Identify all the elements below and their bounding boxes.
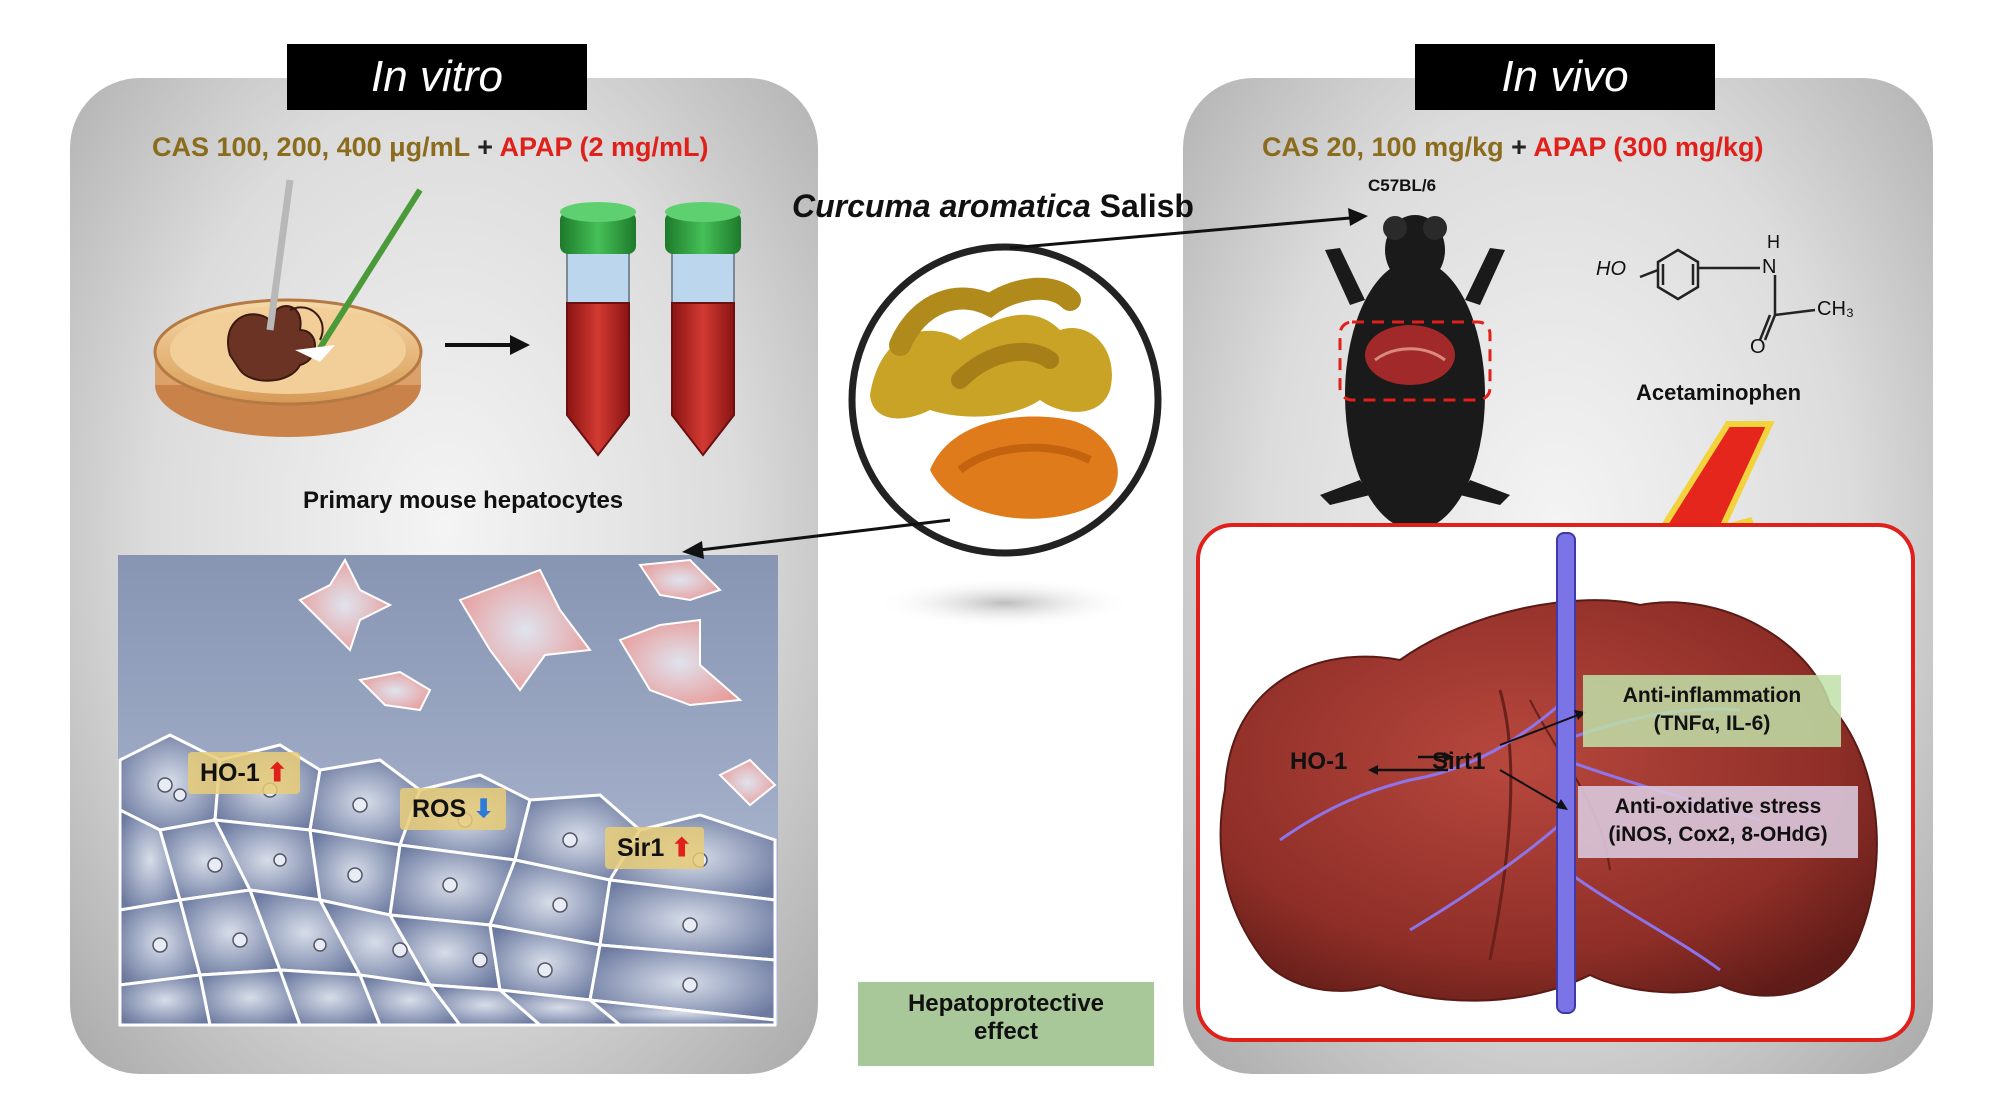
up-arrow-icon: ⬆ <box>671 834 693 862</box>
in-vivo-cas-dose: CAS 20, 100 mg/kg <box>1262 132 1504 162</box>
in-vivo-apap-dose: APAP (300 mg/kg) <box>1533 132 1764 162</box>
petri-dish <box>153 179 423 437</box>
anti-inflammation-box <box>1583 675 1841 747</box>
marker-ros-label: ROS <box>412 795 467 823</box>
mouse-strain-label: C57BL/6 <box>1368 176 1437 195</box>
plant-name-italic: Curcuma aromatica <box>792 188 1091 224</box>
formula-n: N <box>1762 256 1777 278</box>
anti-oxidative-title: Anti-oxidative stress <box>1614 795 1822 818</box>
in-vivo-banner: In vivo <box>1415 44 1715 110</box>
anti-inflammation-detail: (TNFα, IL-6) <box>1653 712 1771 735</box>
formula-ho: HO <box>1596 258 1626 280</box>
marker-sir1: Sir1 ⬆ <box>605 827 705 869</box>
acetaminophen-label: Acetaminophen <box>1636 380 1802 405</box>
plant-name: Curcuma aromatica Salisb <box>792 188 1194 225</box>
marker-ros: ROS ⬇ <box>400 788 507 830</box>
plant-name-rest: Salisb <box>1090 188 1194 224</box>
in-vitro-dose-line: CAS 100, 200, 400 μg/mL + APAP (2 mg/mL) <box>152 132 709 163</box>
marker-ho1: HO-1 ⬆ <box>188 752 300 794</box>
anti-oxidative-box <box>1578 786 1858 858</box>
effect-line-2: effect <box>973 1018 1039 1045</box>
anti-inflammation-title: Anti-inflammation <box>1622 684 1802 707</box>
pathway-ho1: HO-1 <box>1290 748 1348 775</box>
in-vitro-plus: + <box>477 132 493 162</box>
mouse-image <box>1320 215 1510 560</box>
pathway-sirt1: Sirt1 <box>1432 748 1486 775</box>
in-vitro-apap-dose: APAP (2 mg/mL) <box>499 132 709 162</box>
down-arrow-icon: ⬇ <box>473 795 495 823</box>
effect-line-1: Hepatoprotective <box>907 990 1105 1017</box>
in-vitro-banner: In vitro <box>287 44 587 110</box>
turmeric-shadow <box>875 578 1135 628</box>
centrifuge-tube-1 <box>560 202 636 457</box>
in-vivo-dose-line: CAS 20, 100 mg/kg + APAP (300 mg/kg) <box>1262 132 1763 163</box>
formula-o: O <box>1750 336 1766 358</box>
primary-hepatocytes-label: Primary mouse hepatocytes <box>303 487 624 514</box>
anti-oxidative-detail: (iNOS, Cox2, 8-OHdG) <box>1608 823 1828 846</box>
acetaminophen-structure <box>1639 248 1816 341</box>
in-vivo-plus: + <box>1511 132 1527 162</box>
anti-oxidative-text: Anti-oxidative stress (iNOS, Cox2, 8-OHd… <box>1578 793 1858 849</box>
formula-ch3: CH₃ <box>1817 298 1855 320</box>
marker-ho1-label: HO-1 <box>200 759 260 787</box>
turmeric-image <box>848 243 1162 557</box>
hepatoprotective-effect-box: Hepatoprotective effect <box>858 982 1154 1066</box>
up-arrow-icon: ⬆ <box>266 759 288 787</box>
anti-inflammation-text: Anti-inflammation (TNFα, IL-6) <box>1583 682 1841 738</box>
formula-h: H <box>1767 232 1780 252</box>
in-vitro-cas-dose: CAS 100, 200, 400 μg/mL <box>152 132 470 162</box>
centrifuge-tube-2 <box>665 202 741 457</box>
marker-sir1-label: Sir1 <box>617 834 665 862</box>
